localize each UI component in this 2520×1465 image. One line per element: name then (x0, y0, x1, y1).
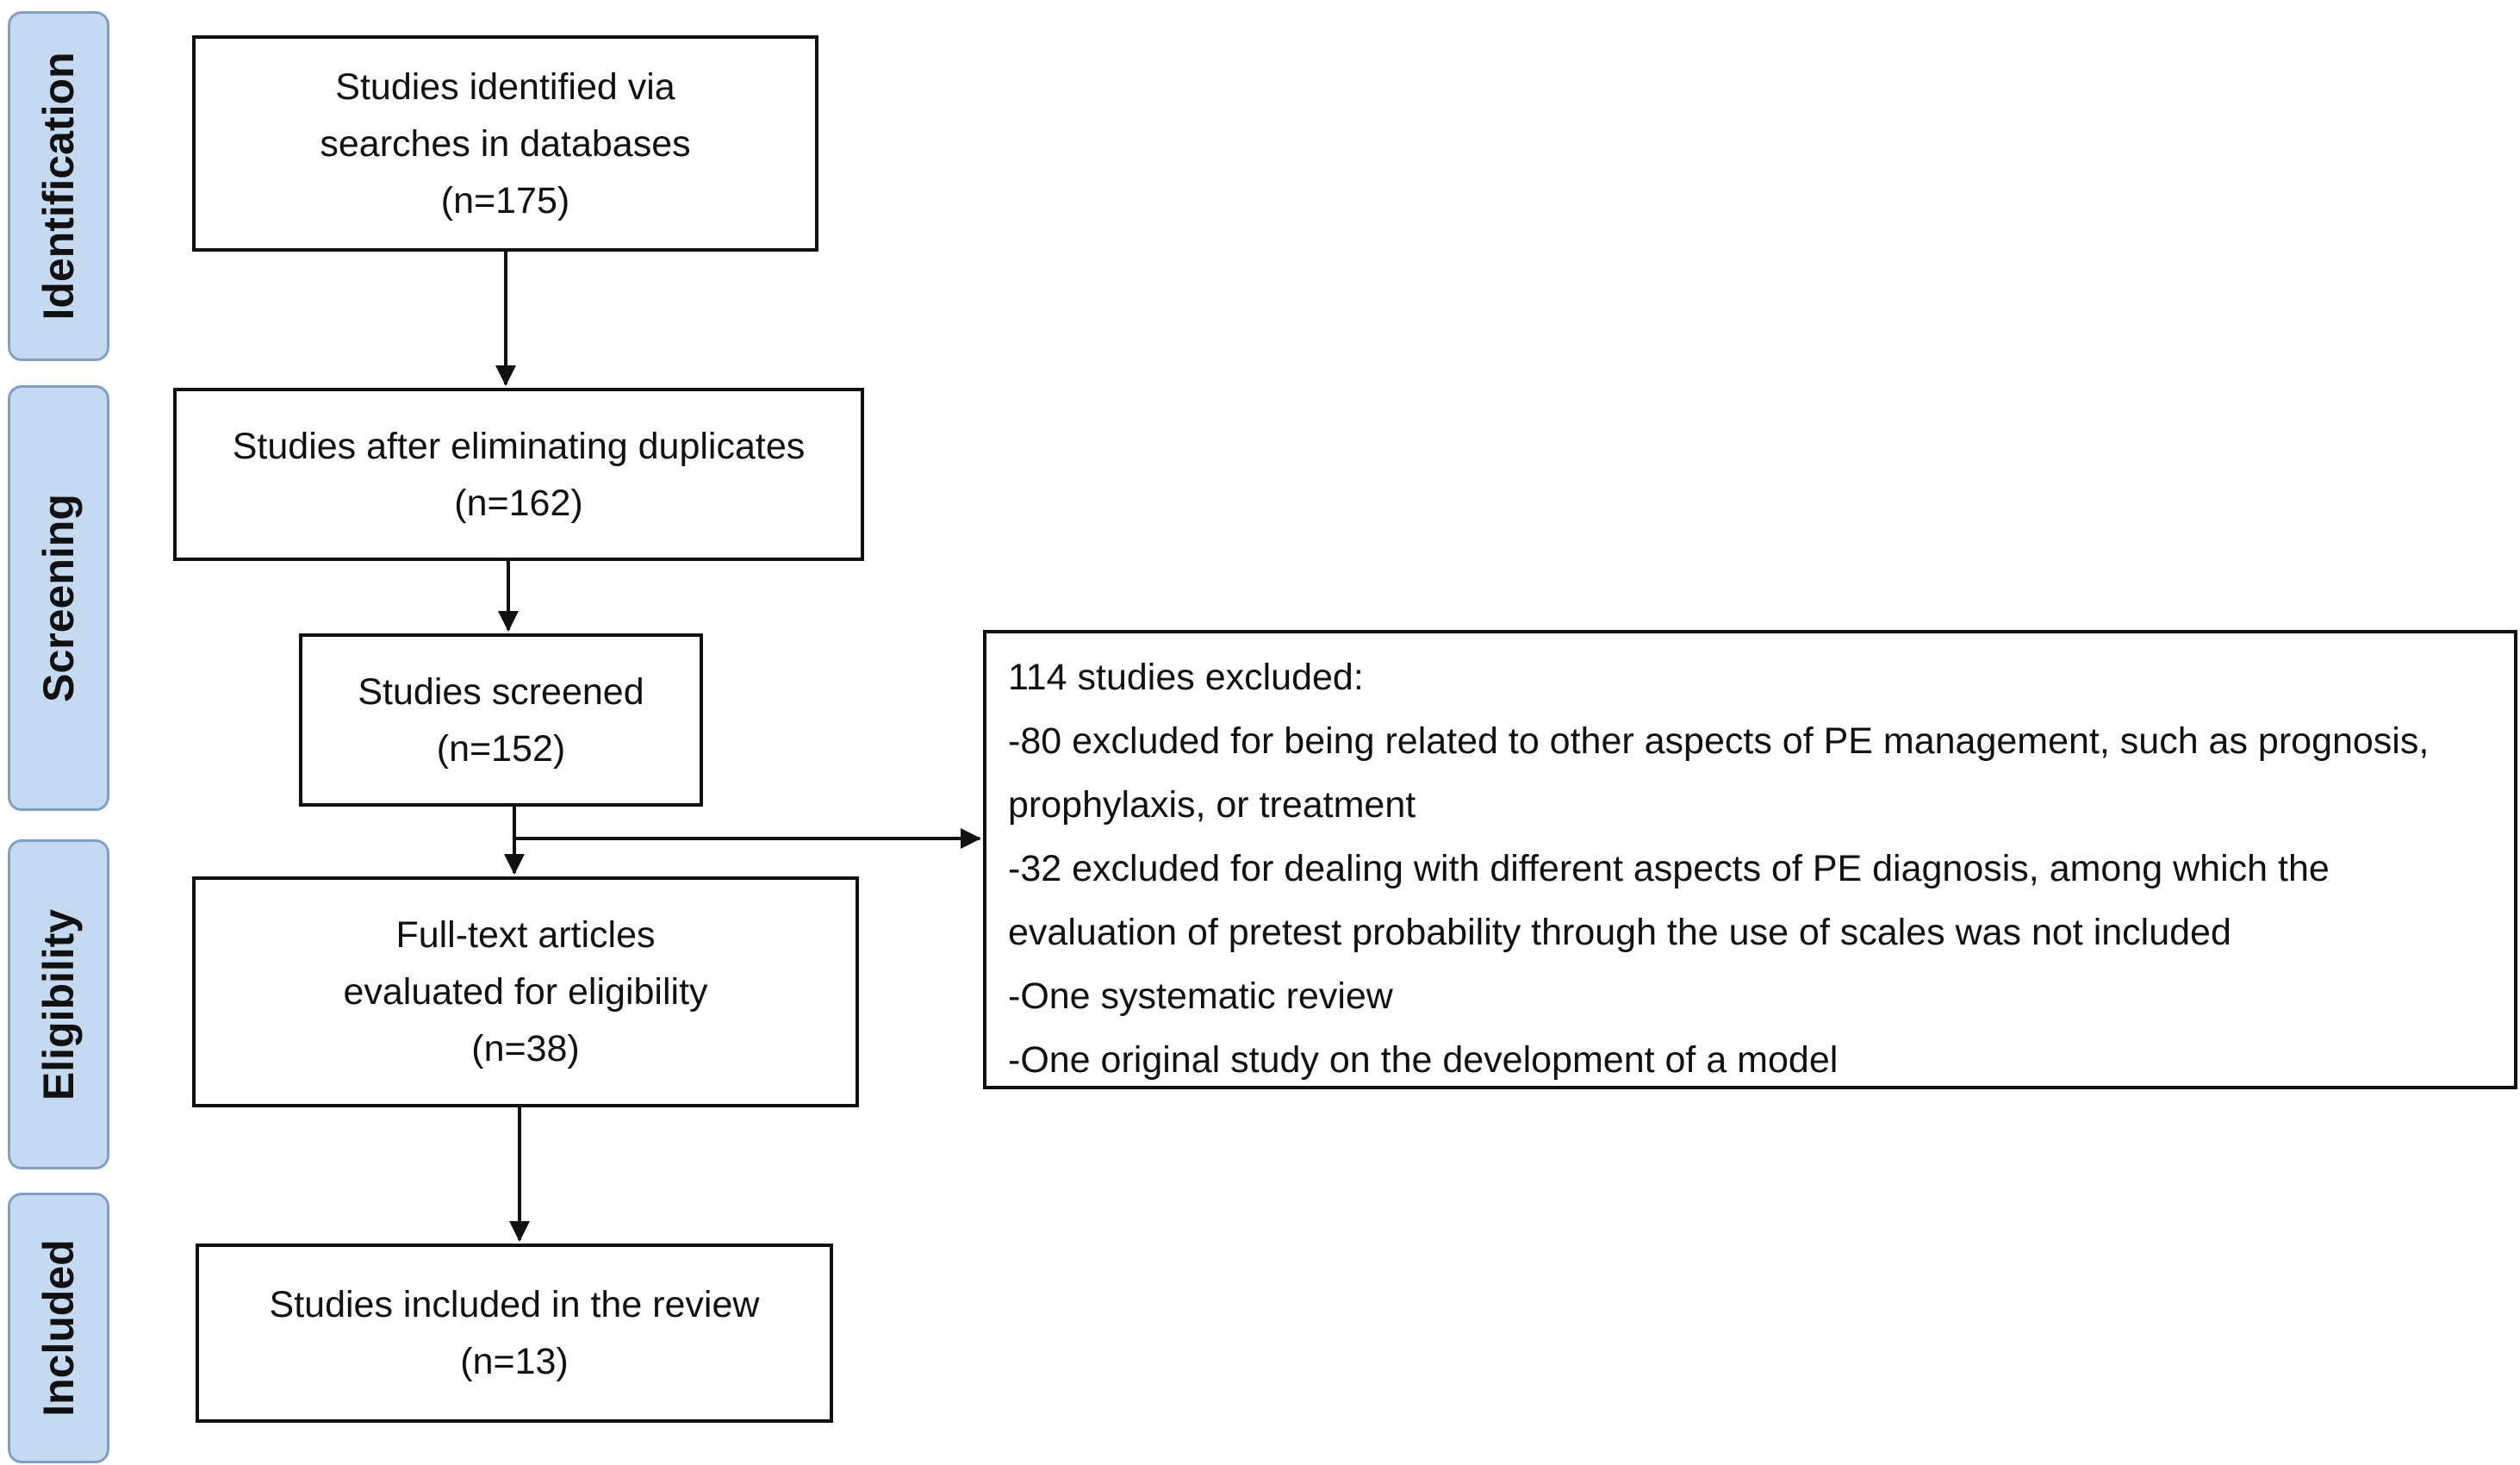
box-exclusions: 114 studies excluded: -80 excluded for b… (983, 630, 2517, 1089)
box-identified-line2: searches in databases (320, 122, 691, 165)
exclusion-item-4: -One original study on the development o… (1008, 1039, 1839, 1081)
exclusion-item-2-line2: evaluation of pretest probability throug… (1008, 912, 2231, 953)
box-screened-line1: Studies screened (358, 670, 644, 713)
phase-screening: Screening (8, 385, 109, 811)
box-identified: Studies identified via searches in datab… (192, 35, 818, 252)
box-included-count: (n=13) (460, 1341, 569, 1382)
box-identified-line1: Studies identified via (335, 65, 675, 108)
exclusion-item-2-line1: -32 excluded for dealing with different … (1008, 848, 2330, 889)
box-screened: Studies screened (n=152) (299, 633, 703, 807)
box-full-text-line2: evaluated for eligibility (343, 971, 708, 1013)
exclusion-item-1-line1: -80 excluded for being related to other … (1008, 720, 2430, 762)
box-deduplicated-count: (n=162) (454, 482, 583, 524)
box-deduplicated: Studies after eliminating duplicates (n=… (173, 388, 864, 561)
box-screened-count: (n=152) (436, 727, 566, 770)
box-full-text: Full-text articles evaluated for eligibi… (192, 876, 859, 1107)
exclusions-header: 114 studies excluded: (1008, 657, 1364, 698)
box-full-text-line1: Full-text articles (395, 914, 656, 956)
phase-included: Included (8, 1193, 109, 1463)
box-identified-count: (n=175) (440, 179, 570, 221)
exclusion-item-3: -One systematic review (1008, 976, 1393, 1017)
exclusion-item-1-line2: prophylaxis, or treatment (1008, 784, 1416, 826)
box-included: Studies included in the review (n=13) (196, 1244, 833, 1423)
phase-eligibility: Eligibility (8, 839, 109, 1169)
box-included-line1: Studies included in the review (269, 1284, 760, 1325)
box-deduplicated-line1: Studies after eliminating duplicates (232, 425, 806, 467)
box-full-text-count: (n=38) (471, 1028, 580, 1069)
phase-identification: Identification (8, 11, 109, 361)
